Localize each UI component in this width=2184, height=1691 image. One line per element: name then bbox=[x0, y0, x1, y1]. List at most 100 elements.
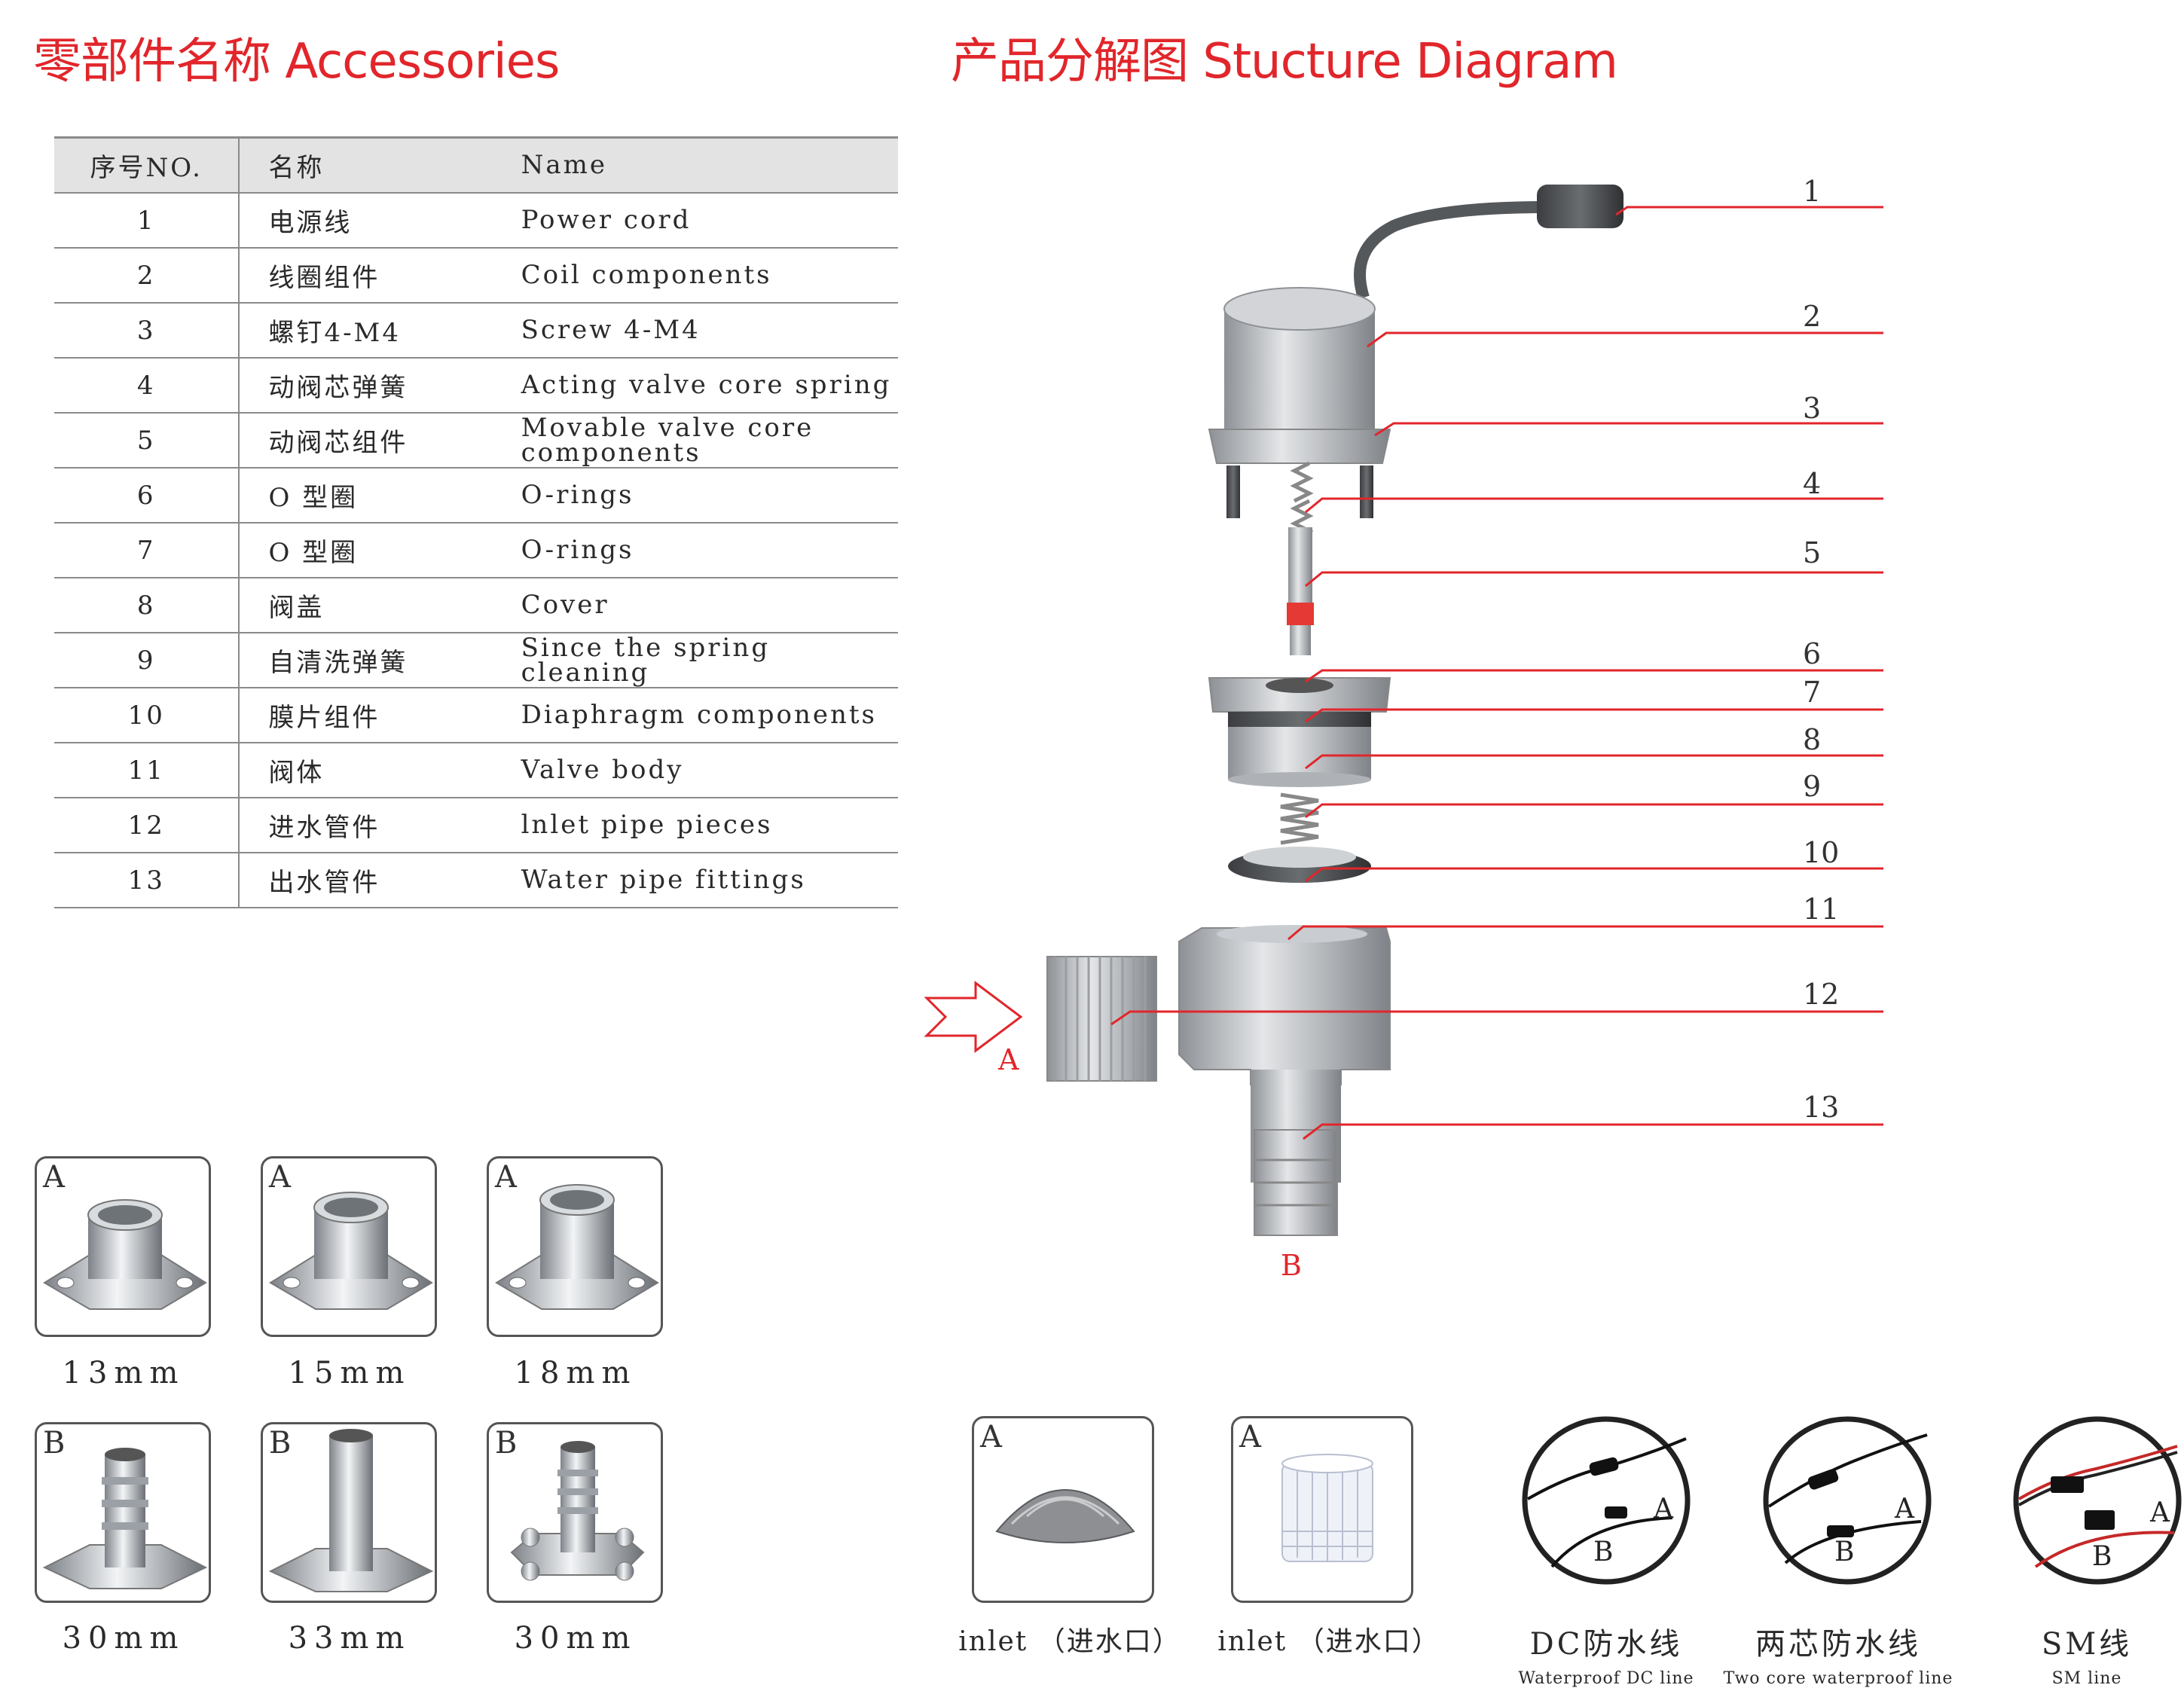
two-core-cable-label: 两芯防水线 Two core waterproof line bbox=[1718, 1619, 1959, 1688]
callout-number: 10 bbox=[1803, 836, 1840, 869]
row-no: 8 bbox=[54, 578, 240, 633]
header-cn-name: 名称 bbox=[239, 136, 521, 194]
fitting-b-33mm-image: B bbox=[261, 1422, 437, 1603]
row-en: O-rings bbox=[521, 523, 898, 578]
fitting-b-30mm-image: B bbox=[35, 1422, 211, 1603]
fitting-tag: B bbox=[269, 1426, 292, 1461]
valve-core-part bbox=[1287, 461, 1314, 655]
fitting-a-15mm-image: A bbox=[261, 1156, 437, 1337]
callout-number: 11 bbox=[1803, 893, 1840, 926]
two-core-cable-image: A B bbox=[1763, 1416, 1932, 1585]
two-core-cable-icon: A B bbox=[1763, 1416, 1932, 1585]
cover-part bbox=[1208, 677, 1391, 787]
valve-body-part bbox=[1046, 925, 1391, 1236]
row-cn: 电源线 bbox=[239, 193, 521, 249]
row-en: Screw 4-M4 bbox=[521, 303, 898, 359]
row-no: 6 bbox=[54, 468, 240, 523]
sm-cable-icon: A B bbox=[2013, 1416, 2182, 1585]
cable-end-a: A bbox=[1894, 1494, 1915, 1525]
barbed-nozzle-icon bbox=[42, 1448, 208, 1589]
row-no: 9 bbox=[54, 633, 240, 688]
callout-number: 5 bbox=[1803, 536, 1822, 569]
inlet-mesh-filter-image: A bbox=[972, 1416, 1154, 1603]
row-cn: 螺钉4-M4 bbox=[239, 303, 521, 359]
cable-end-b: B bbox=[2092, 1541, 2112, 1572]
row-en: Coil components bbox=[521, 248, 898, 304]
dc-cable-image: A B bbox=[1522, 1416, 1691, 1585]
row-en: lnlet pipe pieces bbox=[521, 798, 898, 853]
fitting-a-13mm-image: A bbox=[35, 1156, 211, 1337]
callout-number: 3 bbox=[1803, 392, 1822, 425]
row-no: 1 bbox=[54, 193, 240, 249]
row-no: 10 bbox=[54, 688, 240, 743]
callout-lines bbox=[1110, 206, 1883, 1140]
row-en: Acting valve core spring bbox=[521, 358, 898, 414]
row-no: 5 bbox=[54, 413, 240, 469]
row-no: 7 bbox=[54, 523, 240, 578]
plastic-filter-icon bbox=[1281, 1454, 1373, 1562]
diaphragm-part bbox=[1228, 847, 1371, 883]
dc-cable-icon: A B bbox=[1522, 1416, 1691, 1585]
row-en: Cover bbox=[521, 578, 898, 633]
table-header-row: 序号NO. 名称 Name bbox=[54, 136, 898, 194]
straight-nozzle-icon bbox=[268, 1429, 434, 1592]
inlet-mark: A bbox=[998, 1043, 1019, 1076]
header-en-name: Name bbox=[521, 136, 898, 194]
row-cn: 膜片组件 bbox=[239, 688, 521, 743]
sm-cable-image: A B bbox=[2013, 1416, 2182, 1585]
fitting-size-label: 33mm bbox=[288, 1621, 411, 1656]
inlet-arrow-icon bbox=[924, 981, 1023, 1053]
cable-subtitle: Two core waterproof line bbox=[1723, 1669, 1953, 1688]
fitting-tag: B bbox=[495, 1426, 518, 1461]
row-no: 3 bbox=[54, 303, 240, 359]
row-en: O-rings bbox=[521, 468, 898, 523]
fitting-size-label: 13mm bbox=[62, 1356, 185, 1390]
row-no: 11 bbox=[54, 743, 240, 798]
row-en: Diaphragm components bbox=[521, 688, 898, 743]
row-no: 13 bbox=[54, 853, 240, 908]
row-cn: O 型圈 bbox=[239, 523, 521, 578]
cable-subtitle: Waterproof DC line bbox=[1518, 1669, 1694, 1688]
fitting-tag: A bbox=[269, 1160, 291, 1195]
row-cn: O 型圈 bbox=[239, 468, 521, 523]
inlet-label: inlet （进水口） bbox=[958, 1626, 1181, 1657]
inlet-plastic-filter-image: A bbox=[1231, 1416, 1413, 1603]
dc-cable-label: DC防水线 Waterproof DC line bbox=[1486, 1619, 1727, 1688]
row-en: Valve body bbox=[521, 743, 898, 798]
row-en: Movable valve core components bbox=[521, 413, 898, 469]
callout-number: 8 bbox=[1803, 723, 1822, 756]
callout-number: 1 bbox=[1803, 175, 1822, 208]
cable-title: DC防水线 bbox=[1529, 1627, 1683, 1662]
row-en: Power cord bbox=[521, 193, 898, 249]
threaded-flange-icon bbox=[269, 1192, 433, 1310]
row-cn: 线圈组件 bbox=[239, 248, 521, 304]
inlet-tag: A bbox=[1239, 1420, 1261, 1454]
fitting-a-18mm-image: A bbox=[487, 1156, 663, 1337]
threaded-flange-icon bbox=[43, 1199, 207, 1310]
fitting-tag: B bbox=[43, 1426, 66, 1461]
callout-number: 7 bbox=[1803, 676, 1822, 709]
fitting-tag: A bbox=[495, 1160, 517, 1195]
row-cn: 出水管件 bbox=[239, 853, 521, 908]
row-cn: 进水管件 bbox=[239, 798, 521, 853]
header-no: 序号NO. bbox=[54, 136, 240, 194]
cable-end-a: A bbox=[2149, 1497, 2170, 1528]
coil-part bbox=[1208, 287, 1391, 518]
cleaning-spring-part bbox=[1280, 792, 1319, 845]
cable-title: 两芯防水线 bbox=[1755, 1627, 1921, 1662]
accessories-title: 零部件名称 Accessories bbox=[33, 34, 560, 90]
